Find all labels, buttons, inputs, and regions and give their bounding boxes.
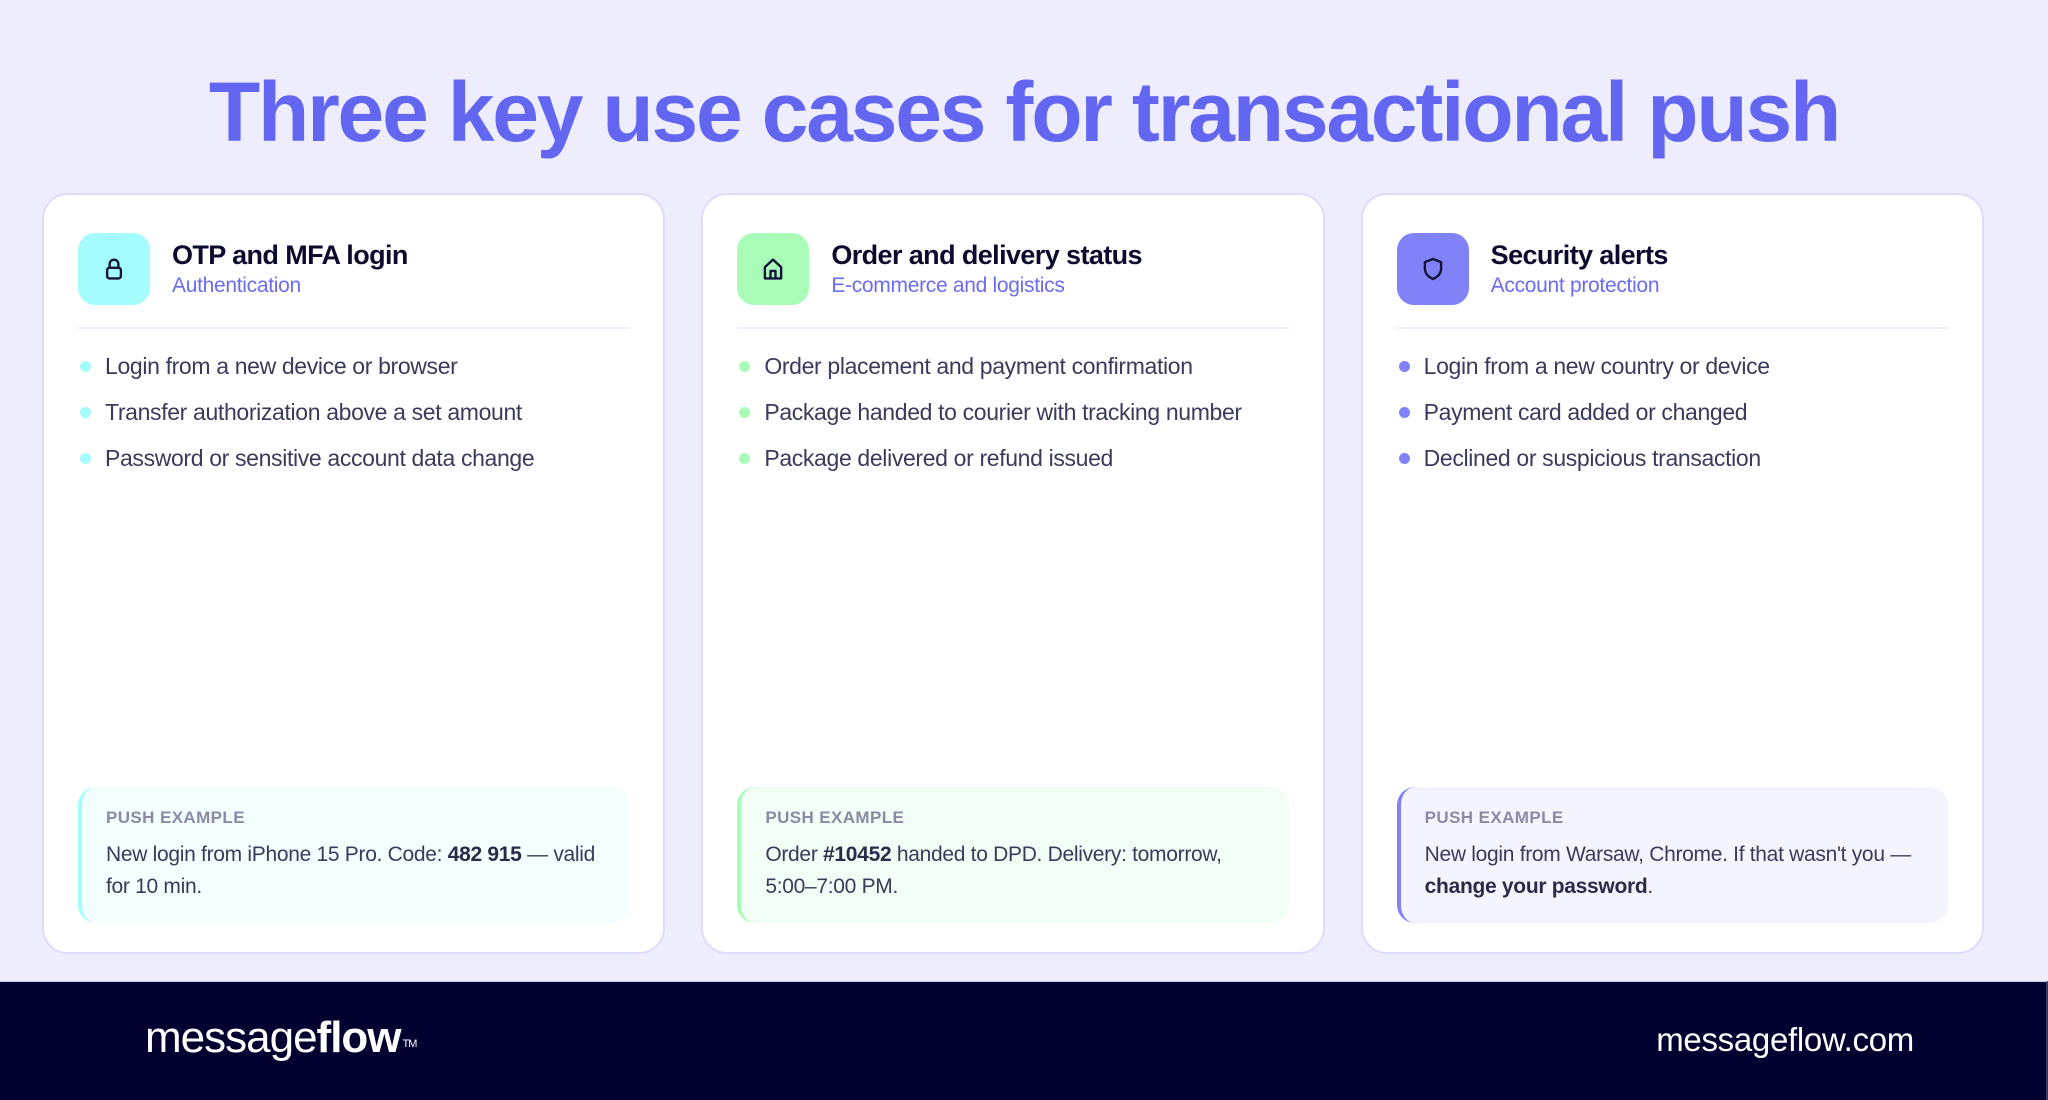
push-example: PUSH EXAMPLE New login from Warsaw, Chro… <box>1396 787 1948 923</box>
list-item: Transfer authorization above a set amoun… <box>78 395 629 429</box>
list-item: Package delivered or refund issued <box>737 441 1288 475</box>
card-header: Security alerts Account protection <box>1396 233 1948 329</box>
list-item: Login from a new country or device <box>1397 349 1948 383</box>
card-title: Security alerts <box>1490 240 1669 270</box>
list-item: Package handed to courier with tracking … <box>737 395 1288 429</box>
bullet-dot-icon <box>80 453 91 464</box>
card-subtitle: Authentication <box>172 274 301 297</box>
use-case-cards: OTP and MFA login Authentication Login f… <box>42 193 1984 954</box>
bullet-dot-icon <box>1398 361 1410 372</box>
bullet-dot-icon <box>739 407 751 418</box>
push-example-text: New login from iPhone 15 Pro. Code: 482 … <box>106 843 596 898</box>
bullet-list: Login from a new country or device Payme… <box>1397 349 1948 475</box>
bullet-dot-icon <box>1398 453 1410 464</box>
card-header: OTP and MFA login Authentication <box>78 233 630 329</box>
list-item: Login from a new device or browser <box>78 349 629 383</box>
list-item: Declined or suspicious transaction <box>1397 441 1948 475</box>
list-item: Password or sensitive account data chang… <box>78 441 629 475</box>
push-example-label: PUSH EXAMPLE <box>106 808 245 827</box>
card-subtitle: Account protection <box>1490 274 1660 297</box>
push-example-label: PUSH EXAMPLE <box>1424 808 1564 827</box>
shield-icon <box>1396 233 1469 305</box>
push-example-label: PUSH EXAMPLE <box>765 808 905 827</box>
bullet-dot-icon <box>739 361 751 372</box>
home-icon <box>737 233 810 305</box>
push-example-text: New login from Warsaw, Chrome. If that w… <box>1424 843 1912 898</box>
card-header: Order and delivery status E-commerce and… <box>737 233 1289 329</box>
bullet-dot-icon <box>739 453 751 464</box>
push-example: PUSH EXAMPLE New login from iPhone 15 Pr… <box>78 787 630 923</box>
card-otp-mfa-login: OTP and MFA login Authentication Login f… <box>42 193 666 954</box>
list-item: Order placement and payment confirmation <box>737 349 1288 383</box>
card-subtitle: E-commerce and logistics <box>831 274 1065 297</box>
card-title: Order and delivery status <box>831 240 1142 270</box>
bullet-list: Login from a new device or browser Trans… <box>78 349 629 475</box>
page-title: Three key use cases for transactional pu… <box>208 65 1842 159</box>
push-example: PUSH EXAMPLE Order #10452 handed to DPD.… <box>737 787 1289 923</box>
lock-icon <box>78 233 150 305</box>
bullet-dot-icon <box>1398 407 1410 418</box>
push-example-text: Order #10452 handed to DPD. Delivery: to… <box>765 843 1222 898</box>
card-security-alerts: Security alerts Account protection Login… <box>1360 193 1984 954</box>
bullet-list: Order placement and payment confirmation… <box>737 349 1288 475</box>
bullet-dot-icon <box>80 407 91 418</box>
bullet-dot-icon <box>80 361 91 372</box>
list-item: Payment card added or changed <box>1397 395 1948 429</box>
card-order-delivery-status: Order and delivery status E-commerce and… <box>701 193 1325 954</box>
card-title: OTP and MFA login <box>172 240 408 270</box>
website-url[interactable]: messageflow.com <box>1656 1021 1914 1058</box>
